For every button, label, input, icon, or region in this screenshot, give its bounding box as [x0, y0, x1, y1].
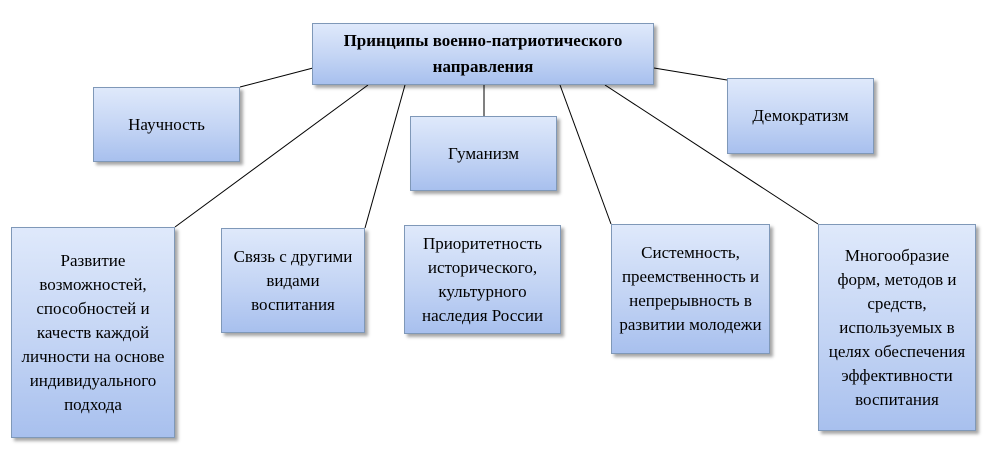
principle-label: Гуманизм: [447, 143, 520, 163]
title-box: Принципы военно-патриотического направле…: [312, 23, 654, 85]
principle-box-sistemnost: Системность, преемственность и непрерывн…: [611, 224, 770, 354]
principle-box-svyaz: Связь с другими видами воспитания: [221, 228, 365, 333]
connector-title-mnogoobrazie: [604, 84, 819, 225]
principle-box-nauchnost: Научность: [93, 87, 240, 162]
principle-box-mnogoobrazie: Многообразие форм, методов и средств, ис…: [818, 224, 976, 431]
principle-label: Связь с другими видами воспитания: [233, 246, 353, 314]
principle-label: Системность, преемственность и непрерывн…: [619, 243, 762, 334]
principle-label: Развитие возможностей, способностей и ка…: [21, 250, 165, 414]
principle-label: Многообразие форм, методов и средств, ис…: [828, 245, 966, 409]
principle-box-razvitie: Развитие возможностей, способностей и ка…: [11, 227, 175, 438]
principle-box-prioritetnost: Приоритетность исторического, культурног…: [404, 225, 561, 334]
connector-title-razvitie: [174, 84, 369, 228]
principle-box-gumanizm: Гуманизм: [410, 116, 557, 191]
principle-label: Демократизм: [752, 106, 849, 125]
connector-title-nauchnost: [239, 67, 314, 88]
principle-label: Научность: [128, 114, 205, 134]
connector-title-sistemnost: [559, 84, 612, 225]
connector-title-svyaz: [364, 84, 406, 229]
connector-title-demokratizm: [653, 67, 728, 81]
title-text: Принципы военно-патриотического направле…: [343, 31, 623, 76]
principle-box-demokratizm: Демократизм: [727, 78, 874, 154]
principle-label: Приоритетность исторического, культурног…: [421, 233, 544, 325]
